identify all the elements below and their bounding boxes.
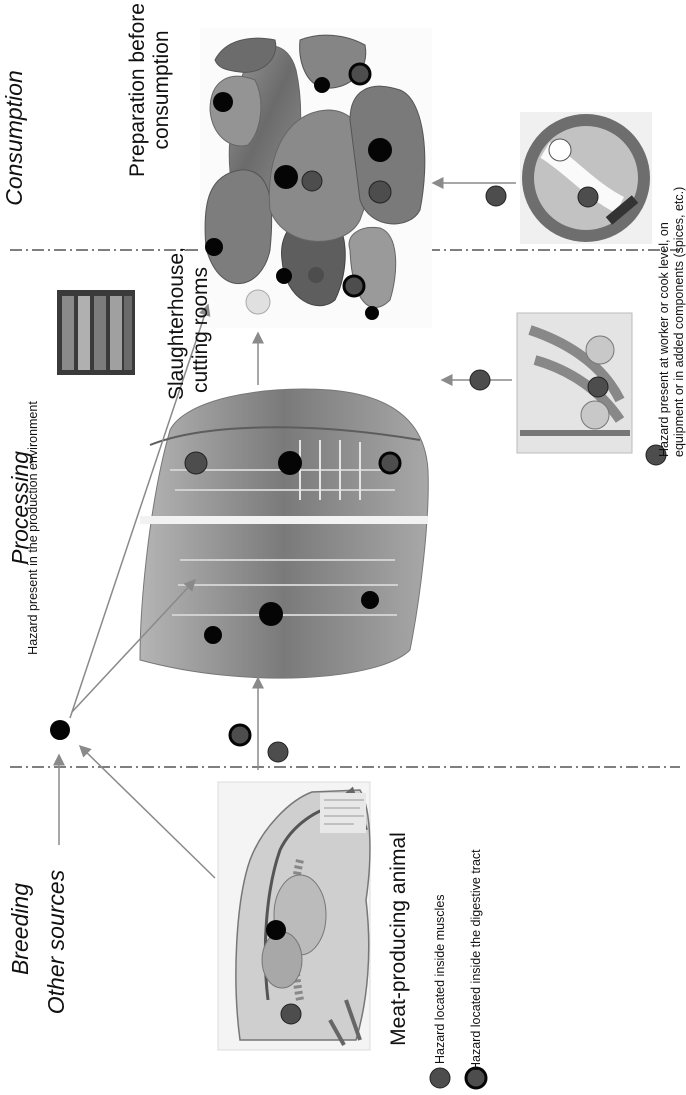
legend-dot-muscles xyxy=(430,1068,450,1088)
cook-photo xyxy=(520,112,652,244)
env-hazard-caption: Hazard present in the production environ… xyxy=(26,378,42,678)
hazard-dot-muscle xyxy=(268,742,288,762)
legend-muscles: Hazard located inside muscles xyxy=(433,864,449,1064)
caption-preparation-line1: Preparation before xyxy=(126,0,150,190)
worker-photo-processing xyxy=(517,313,632,453)
caption-preparation-line2: consumption xyxy=(150,0,174,190)
legend-digestive: Hazard located inside the digestive trac… xyxy=(469,811,485,1071)
slaughterhouse-photo xyxy=(57,290,135,375)
caption-slaughterhouse: Slaughterhouse, cutting rooms xyxy=(165,260,215,400)
stage-consumption: Consumption xyxy=(1,68,29,208)
hazard-dot-digestive xyxy=(230,725,250,745)
caption-preparation: Preparation before consumption xyxy=(126,0,176,190)
legend-worker: Hazard present at worker or cook level, … xyxy=(657,157,686,457)
carcass-illustration xyxy=(140,389,428,678)
caption-animal: Meat-producing animal xyxy=(387,819,413,1059)
other-sources-label: Other sources xyxy=(43,862,71,1022)
caption-slaughterhouse-line2: cutting rooms xyxy=(189,260,213,400)
legend-worker-line2: equipment or in added components (spices… xyxy=(672,157,686,457)
legend-dot-digestive xyxy=(466,1068,486,1088)
caption-slaughterhouse-line1: Slaughterhouse, xyxy=(165,260,189,400)
hazard-dot-environment xyxy=(50,720,70,740)
stage-breeding: Breeding xyxy=(7,874,35,984)
legend-worker-line1: Hazard present at worker or cook level, … xyxy=(657,157,672,457)
